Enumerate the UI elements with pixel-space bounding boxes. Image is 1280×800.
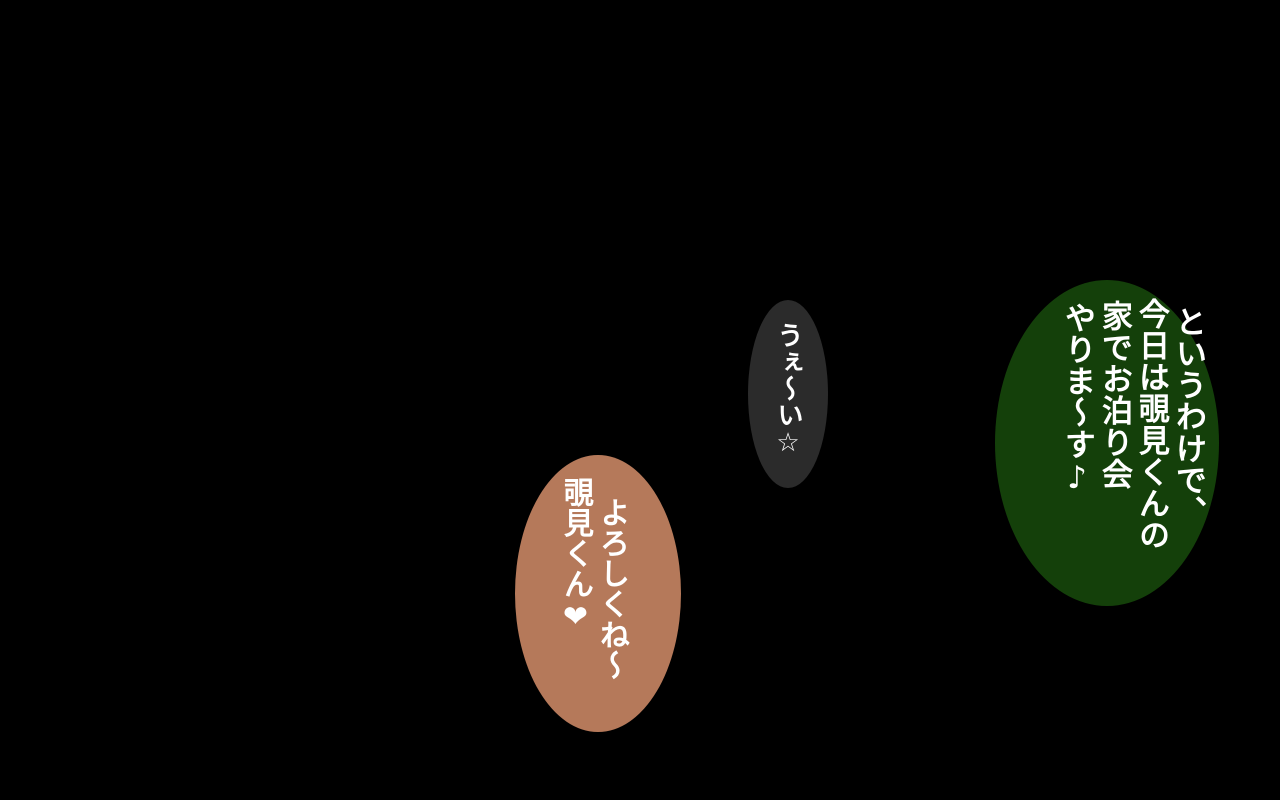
speech-bubble-green-column-2: 今日は覗見くんの xyxy=(1133,298,1169,551)
speech-bubble-green: というわけで、 今日は覗見くんの 家でお泊り会 やりま〜す♪ xyxy=(995,280,1219,606)
speech-bubble-green-column-4: やりま〜す♪ xyxy=(1059,302,1095,497)
speech-bubble-brown: よろしくね〜 覗見くん❤ xyxy=(515,455,681,732)
speech-bubble-gray: うぇ〜い☆ xyxy=(748,300,828,488)
speech-bubble-gray-text-block: うぇ〜い☆ xyxy=(748,300,828,488)
speech-bubble-green-text-block: というわけで、 今日は覗見くんの 家でお泊り会 やりま〜す♪ xyxy=(995,280,1219,606)
speech-bubble-gray-column-1: うぇ〜い☆ xyxy=(773,322,803,459)
speech-bubble-brown-column-1: よろしくね〜 xyxy=(594,497,629,681)
speech-bubble-green-column-1: というわけで、 xyxy=(1170,306,1206,528)
speech-bubble-brown-column-2: 覗見くん❤ xyxy=(558,477,593,635)
speech-bubble-green-column-3: 家でお泊り会 xyxy=(1096,300,1132,490)
speech-bubble-brown-text-block: よろしくね〜 覗見くん❤ xyxy=(515,455,681,732)
